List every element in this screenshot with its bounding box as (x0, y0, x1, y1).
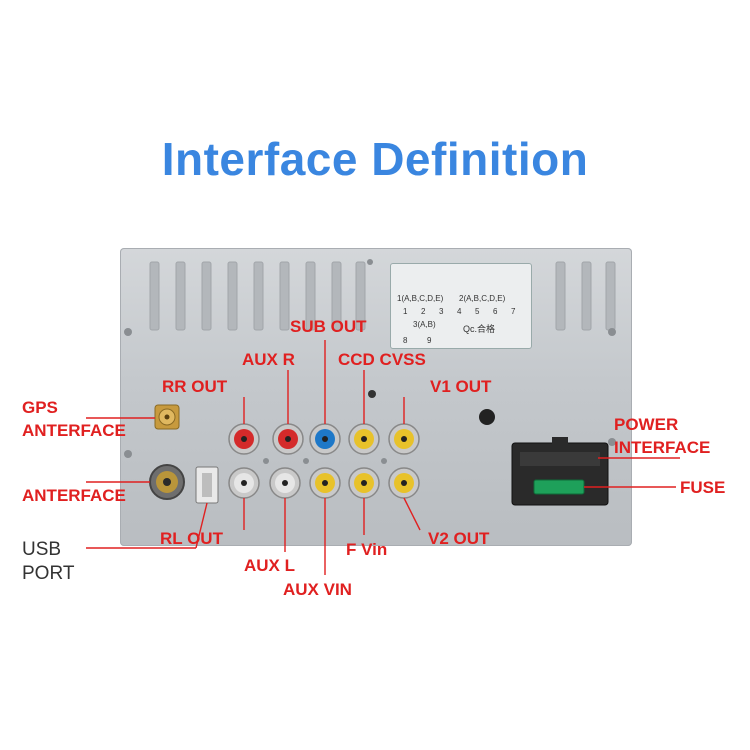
sticker-cell: 8 (403, 336, 408, 345)
panel-hole (368, 390, 376, 398)
label-f-vin: F Vin (346, 540, 388, 559)
label-usb-port: PORT (22, 563, 75, 584)
rca-v1-out (388, 423, 420, 455)
sticker-cell: 5 (475, 307, 480, 316)
rca-aux-l (269, 467, 301, 499)
panel-hole (479, 409, 495, 425)
rca-rl-out (228, 467, 260, 499)
label-aux-r: AUX R (242, 350, 295, 369)
sticker-cell: 6 (493, 307, 498, 316)
power-connector (511, 437, 609, 506)
rca-ccd-cvss (348, 423, 380, 455)
label-power: POWER (614, 415, 679, 434)
rca-v2-out (388, 467, 420, 499)
sticker-cell: 7 (511, 307, 516, 316)
sticker-text-3: 3(A,B) (413, 320, 436, 329)
sticker-cell: 3 (439, 307, 444, 316)
page-title: Interface Definition (161, 133, 589, 185)
label-rr-out: RR OUT (162, 377, 228, 396)
sticker-cell: 1 (403, 307, 408, 316)
sticker-cell: 2 (421, 307, 426, 316)
rca-aux-vin (309, 467, 341, 499)
label-anterface: ANTERFACE (22, 486, 126, 505)
screws (124, 259, 616, 458)
label-v1-out: V1 OUT (430, 377, 492, 396)
vent-slots (149, 261, 616, 331)
radio-antenna-connector (149, 464, 185, 500)
rca-f-vin (348, 467, 380, 499)
rca-aux-r (272, 423, 304, 455)
label-gps: GPS (22, 398, 58, 417)
label-aux-vin: AUX VIN (283, 580, 352, 599)
leader-lines (86, 340, 680, 575)
label-gps-anterface: ANTERFACE (22, 421, 126, 440)
gps-connector (154, 404, 180, 430)
sticker-cell: 4 (457, 307, 462, 316)
label-ccd-cvss: CCD CVSS (338, 350, 426, 369)
rca-screws (263, 458, 387, 464)
sticker-qc: Qc.合格 (463, 324, 496, 334)
label-rl-out: RL OUT (160, 529, 223, 548)
label-power-interface: INTERFACE (614, 438, 711, 457)
label-fuse: FUSE (680, 478, 726, 497)
sticker-text-2: 2(A,B,C,D,E) (459, 294, 506, 303)
usb-port (195, 466, 219, 504)
label-usb: USB (22, 539, 62, 560)
sticker-cell: 9 (427, 336, 432, 345)
label-v2-out: V2 OUT (428, 529, 490, 548)
rca-sub-out (309, 423, 341, 455)
qc-sticker: 1(A,B,C,D,E) 2(A,B,C,D,E) 3(A,B) Qc.合格 1… (390, 263, 532, 349)
label-sub-out: SUB OUT (290, 317, 367, 336)
sticker-text-1: 1(A,B,C,D,E) (397, 294, 444, 303)
label-aux-l: AUX L (244, 556, 295, 575)
rca-rr-out (228, 423, 260, 455)
